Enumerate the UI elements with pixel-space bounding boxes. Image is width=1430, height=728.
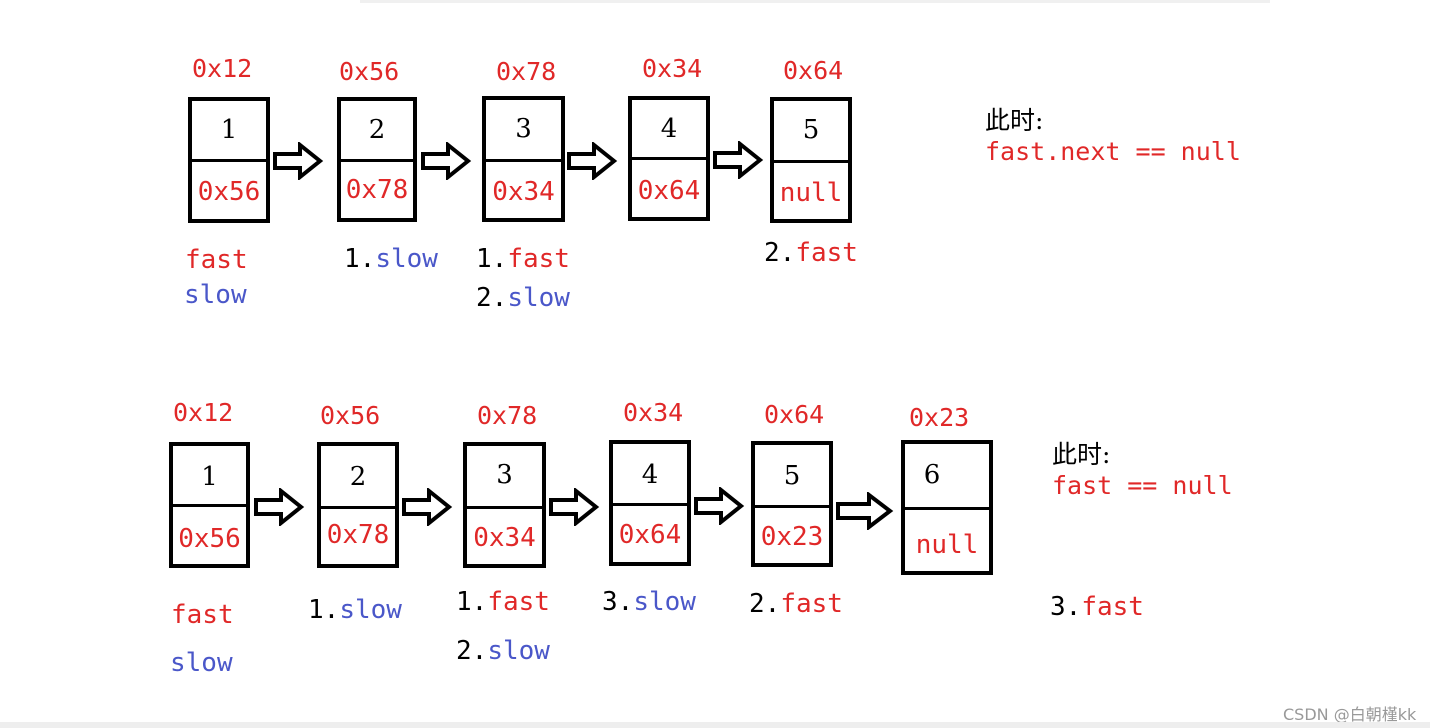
node-address: 0x12 [173, 398, 234, 427]
node-next: 0x56 [197, 177, 261, 207]
arrow-right-icon [421, 142, 472, 180]
node-value: 2 [349, 462, 367, 492]
node-next: 0x64 [637, 176, 701, 206]
step-label: 1.slow [308, 595, 402, 625]
bottom-divider [0, 722, 1430, 728]
arrow-right-icon [402, 488, 453, 526]
node-value: 4 [660, 114, 678, 144]
watermark: CSDN @白朝槿kk [1283, 705, 1417, 724]
node-next: 0x78 [326, 520, 390, 550]
list-node: 3 0x34 [482, 96, 565, 222]
note-title: 此时: [985, 106, 1044, 135]
step-label: 3.slow [602, 587, 696, 617]
node-value: 3 [515, 114, 532, 144]
node-address: 0x78 [477, 401, 538, 430]
fast-pointer-label: fast [185, 245, 248, 275]
top-divider [360, 0, 1270, 3]
node-next: null [915, 530, 979, 560]
note-condition: fast == null [1052, 471, 1233, 500]
node-address: 0x78 [496, 57, 557, 86]
slow-pointer-label: slow [170, 648, 233, 678]
node-value: 3 [496, 460, 513, 490]
step-label: 3.fast [1050, 592, 1144, 622]
note-title: 此时: [1052, 440, 1111, 469]
list-node: 1 0x56 [188, 97, 270, 223]
fast-pointer-label: fast [171, 600, 234, 630]
node-address: 0x34 [623, 398, 684, 427]
list-node: 4 0x64 [628, 96, 710, 221]
node-address: 0x56 [339, 57, 400, 86]
node-address: 0x56 [320, 401, 381, 430]
list-node: 4 0x64 [609, 440, 691, 566]
arrow-right-icon [549, 488, 600, 526]
list-node: 2 0x78 [317, 442, 399, 568]
step-label: 1.fast [476, 244, 570, 274]
list-node: 5 0x23 [751, 441, 833, 567]
slow-pointer-label: slow [184, 280, 247, 310]
arrow-right-icon [836, 492, 894, 530]
step-label: 1.fast [456, 587, 550, 617]
arrow-right-icon [713, 141, 764, 179]
node-value: 1 [220, 115, 238, 145]
node-address: 0x34 [642, 54, 703, 83]
list-node: 2 0x78 [337, 97, 417, 222]
node-address: 0x64 [783, 56, 844, 85]
node-value: 1 [201, 462, 218, 492]
node-value: 5 [802, 115, 820, 145]
node-next: 0x23 [760, 522, 824, 552]
node-value: 4 [641, 460, 659, 490]
node-address: 0x64 [764, 400, 825, 429]
node-next: 0x34 [492, 177, 555, 207]
step-label: 2.fast [764, 238, 858, 268]
arrow-right-icon [694, 487, 745, 525]
node-value: 5 [783, 461, 801, 491]
node-address: 0x12 [192, 54, 253, 83]
list-node: 1 0x56 [169, 442, 250, 568]
step-label: 2.slow [476, 283, 570, 313]
node-next: 0x34 [473, 523, 536, 553]
node-next: 0x78 [345, 175, 409, 205]
node-value: 6 [923, 460, 941, 490]
arrow-right-icon [567, 142, 618, 180]
note-condition: fast.next == null [985, 137, 1241, 166]
node-next: 0x64 [618, 520, 682, 550]
list-node: 5 null [770, 97, 852, 223]
node-next: null [779, 178, 843, 208]
step-label: 1.slow [344, 244, 438, 274]
list-node: 6 null [901, 440, 993, 575]
step-label: 2.slow [456, 636, 550, 666]
node-next: 0x56 [178, 524, 241, 554]
node-address: 0x23 [909, 403, 970, 432]
list-node: 3 0x34 [463, 442, 546, 568]
arrow-right-icon [273, 142, 324, 180]
step-label: 2.fast [749, 589, 843, 619]
arrow-right-icon [254, 488, 305, 526]
node-value: 2 [368, 115, 386, 145]
